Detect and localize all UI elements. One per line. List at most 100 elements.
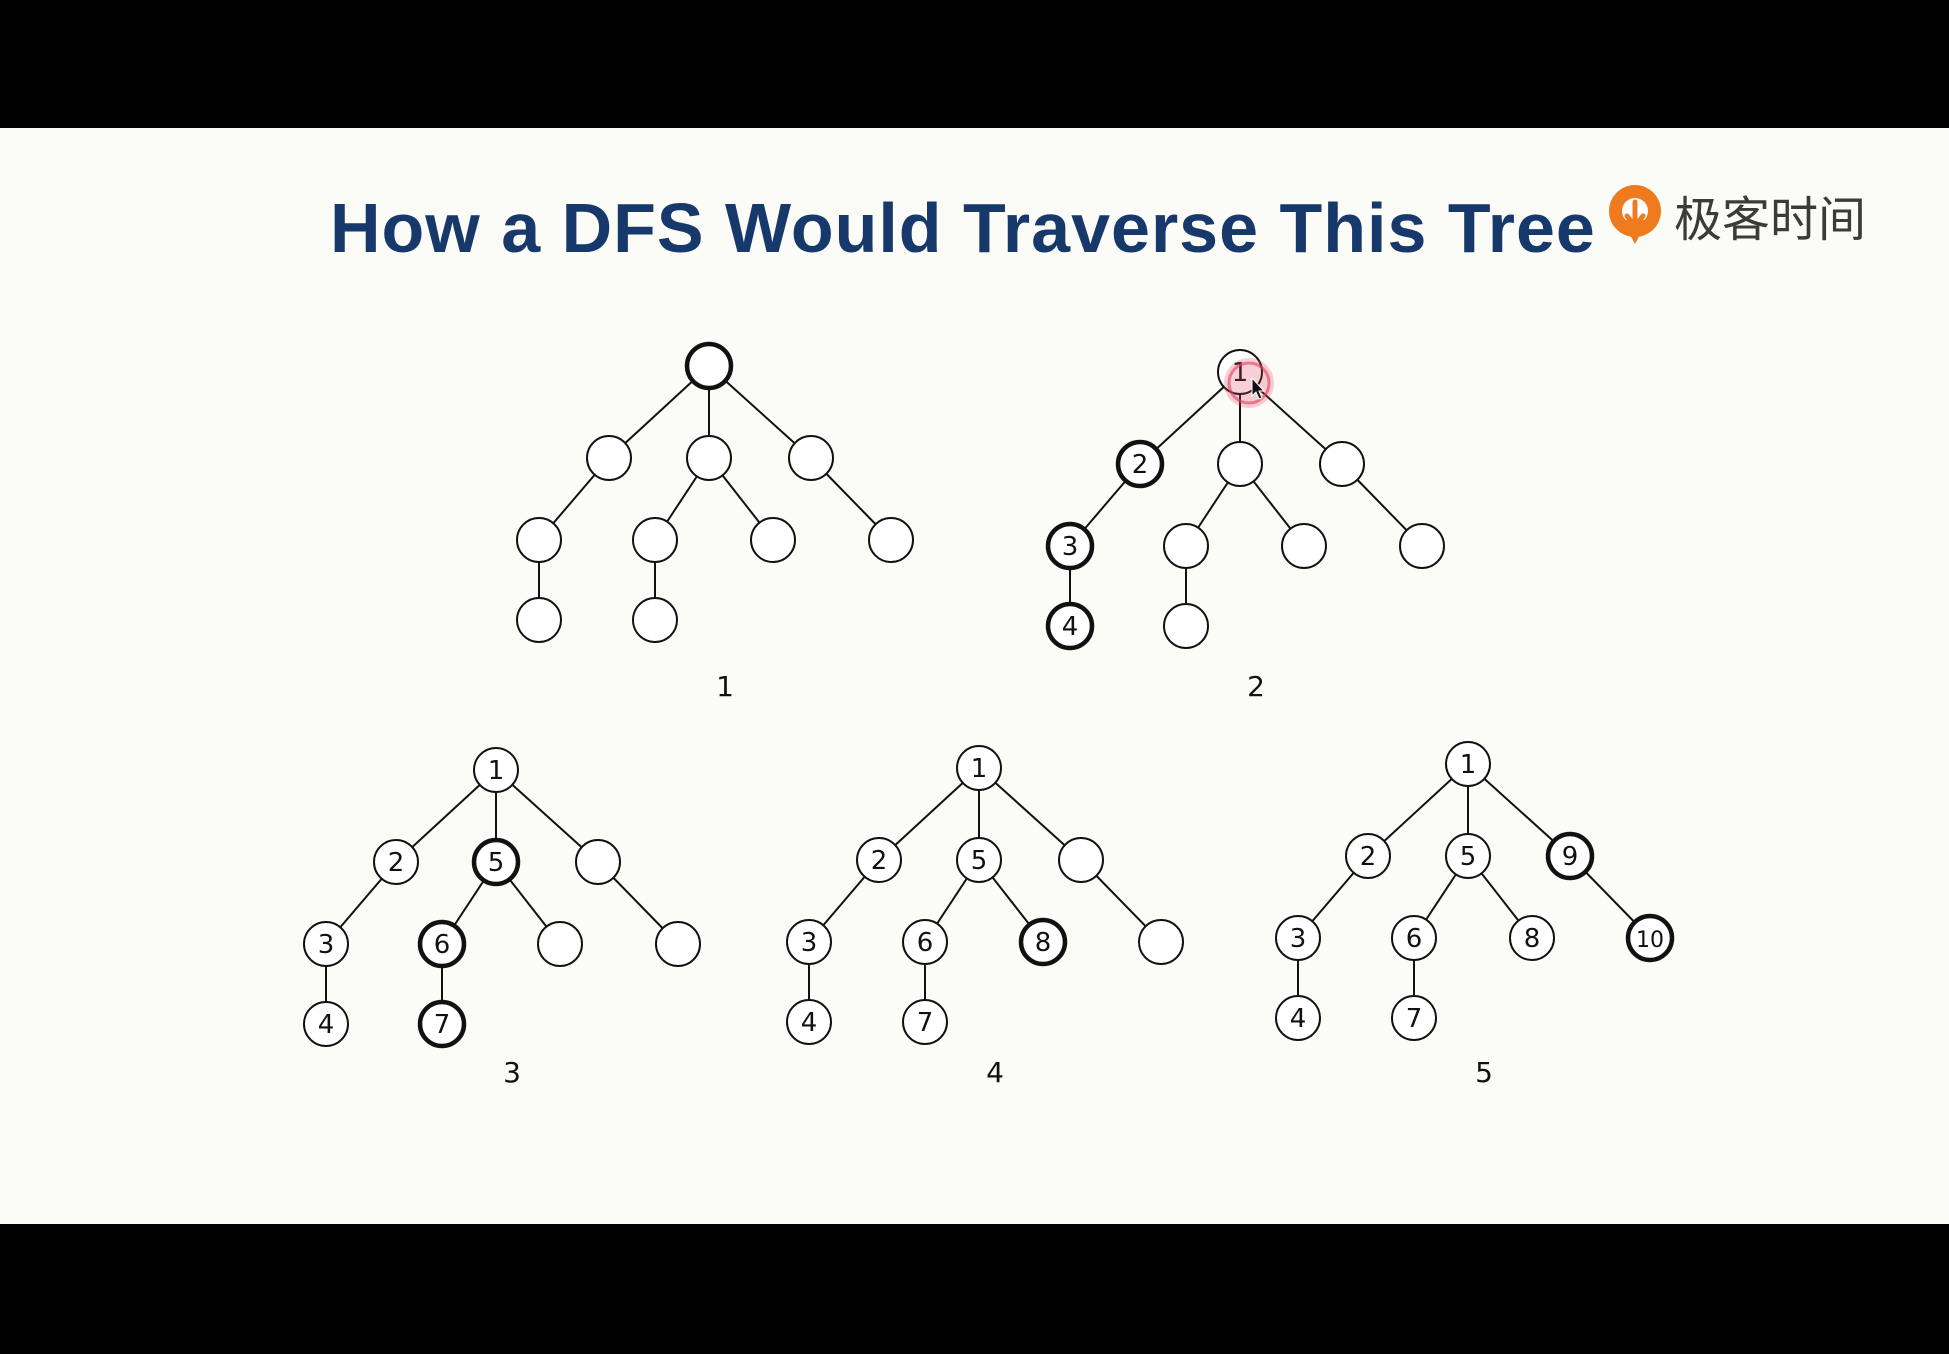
tree-node — [1445, 741, 1491, 787]
slide-title: How a DFS Would Traverse This Tree — [330, 189, 1596, 267]
tree-node — [373, 839, 419, 885]
tree-node — [303, 921, 349, 967]
tree-node — [868, 517, 914, 563]
tree-edge — [453, 879, 485, 927]
tree-node-label: 4 — [1062, 612, 1079, 642]
tree-node-label: 1 — [488, 756, 505, 786]
tree-node — [516, 517, 562, 563]
tree-node-label: 6 — [917, 928, 934, 958]
tree-node — [1163, 603, 1209, 649]
tree-node-label: 3 — [801, 928, 818, 958]
tree-node — [956, 745, 1002, 791]
tree-edge — [1255, 385, 1327, 451]
tree-node — [686, 435, 732, 481]
tree-node — [516, 597, 562, 643]
cursor-highlight-icon — [1224, 358, 1274, 408]
tree-node — [1275, 995, 1321, 1041]
tree-node — [788, 435, 834, 481]
tree-node-visited — [1115, 439, 1165, 489]
tree-node — [786, 999, 832, 1045]
tree-node — [1275, 915, 1321, 961]
tree-node-label: 2 — [1360, 842, 1377, 872]
tree-edge — [936, 877, 968, 925]
tree-edge — [1584, 871, 1636, 923]
tree-edge — [724, 379, 796, 445]
tree-edge — [339, 878, 383, 928]
tree-node — [902, 999, 948, 1045]
tree-node-label: 7 — [434, 1010, 451, 1040]
tree-edge — [1480, 872, 1520, 922]
tree-diagram-1: 1 — [516, 341, 914, 703]
tree-node-label: 2 — [1132, 450, 1149, 480]
tree-node-label: 7 — [917, 1008, 934, 1038]
tree-node — [1217, 441, 1263, 487]
brand-text: 极客时间 — [1674, 192, 1867, 248]
diagram-step-label: 4 — [986, 1056, 1004, 1089]
tree-node — [956, 837, 1002, 883]
tree-node-label: 5 — [971, 846, 988, 876]
tree-node-label: 3 — [318, 930, 335, 960]
tree-edge — [1095, 875, 1147, 927]
tree-node-label: 6 — [1406, 924, 1423, 954]
tree-edge — [411, 784, 481, 848]
tree-edge — [894, 782, 964, 846]
tree-node — [632, 517, 678, 563]
diagram-step-label: 2 — [1247, 670, 1265, 703]
tree-node-label: 4 — [1290, 1004, 1307, 1034]
tree-node-label: 1 — [1460, 750, 1477, 780]
tree-edge — [721, 474, 761, 524]
tree-node — [786, 919, 832, 965]
tree-edge — [1483, 777, 1555, 843]
tree-node-label: 6 — [434, 930, 451, 960]
tree-edge — [1425, 873, 1457, 921]
tree-edge — [1155, 386, 1225, 450]
tree-node — [1391, 915, 1437, 961]
tree-node-visited — [1545, 831, 1595, 881]
tree-node-label: 10 — [1636, 928, 1664, 953]
tree-node — [575, 839, 621, 885]
tree-node — [655, 921, 701, 967]
tree-node-label: 2 — [388, 848, 405, 878]
tree-node — [856, 837, 902, 883]
tree-node — [1399, 523, 1445, 569]
tree-node-label: 8 — [1035, 928, 1052, 958]
tree-edge — [1252, 480, 1292, 530]
tree-node-visited — [1625, 913, 1675, 963]
tree-node — [1319, 441, 1365, 487]
tree-node — [1509, 915, 1555, 961]
tree-edge — [994, 781, 1066, 847]
tree-node — [1163, 523, 1209, 569]
tree-node-visited — [417, 919, 467, 969]
tree-node — [750, 517, 796, 563]
diagram-step-label: 5 — [1475, 1056, 1493, 1089]
tree-node — [303, 1001, 349, 1047]
tree-edge — [624, 380, 694, 444]
tree-node-visited — [1018, 917, 1068, 967]
tree-edge — [612, 877, 664, 929]
tree-node-visited — [417, 999, 467, 1049]
tree-node — [1391, 995, 1437, 1041]
brand-logo: 极客时间 — [1604, 180, 1866, 250]
tree-edge — [511, 783, 583, 849]
tree-node-label: 8 — [1524, 924, 1541, 954]
tree-edge — [991, 876, 1031, 926]
tree-node-visited — [684, 341, 734, 391]
tree-node-label: 4 — [318, 1010, 335, 1040]
tree-node — [1138, 919, 1184, 965]
tree-node — [1345, 833, 1391, 879]
tree-node — [1058, 837, 1104, 883]
tree-edge — [825, 473, 877, 525]
tree-edge — [508, 878, 548, 928]
tree-edge — [1311, 872, 1355, 922]
tree-edge — [666, 475, 698, 523]
tree-node-label: 1 — [971, 754, 988, 784]
tree-node — [632, 597, 678, 643]
tree-node-label: 9 — [1562, 842, 1579, 872]
tree-edge — [1083, 480, 1127, 530]
tree-node — [902, 919, 948, 965]
